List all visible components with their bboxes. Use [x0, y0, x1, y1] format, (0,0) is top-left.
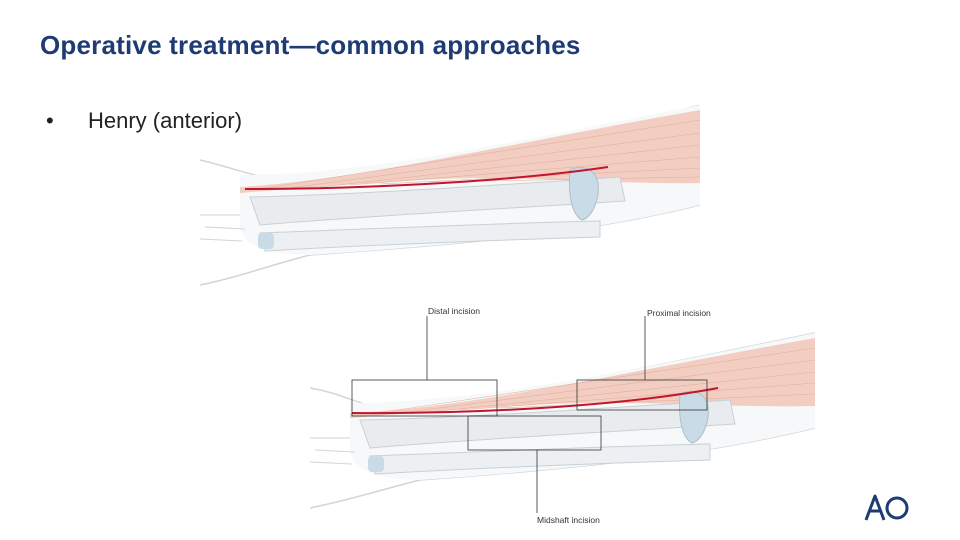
ulna-bone [369, 443, 711, 475]
distal-incision-box [351, 379, 498, 417]
midshaft-incision-box [467, 415, 602, 451]
incision-line [351, 387, 719, 415]
radius-bone [249, 176, 626, 226]
ulna-bone [259, 220, 601, 252]
proximal-incision-label: Proximal incision [647, 308, 711, 318]
forearm-illustration-bottom: Distal incision Proximal incision Midsha… [309, 306, 815, 525]
distal-incision-label: Distal incision [428, 306, 480, 316]
bullet-item: • Henry (anterior) [46, 108, 242, 134]
midshaft-incision-label: Midshaft incision [537, 515, 600, 525]
slide-title: Operative treatment—common approaches [40, 30, 581, 60]
incision-line [244, 166, 609, 190]
proximal-incision-box [576, 379, 708, 411]
forearm-illustration-top [200, 105, 700, 286]
bullet-text: Henry (anterior) [88, 108, 243, 133]
ao-logo [864, 494, 909, 521]
bullet-marker: • [46, 108, 54, 133]
